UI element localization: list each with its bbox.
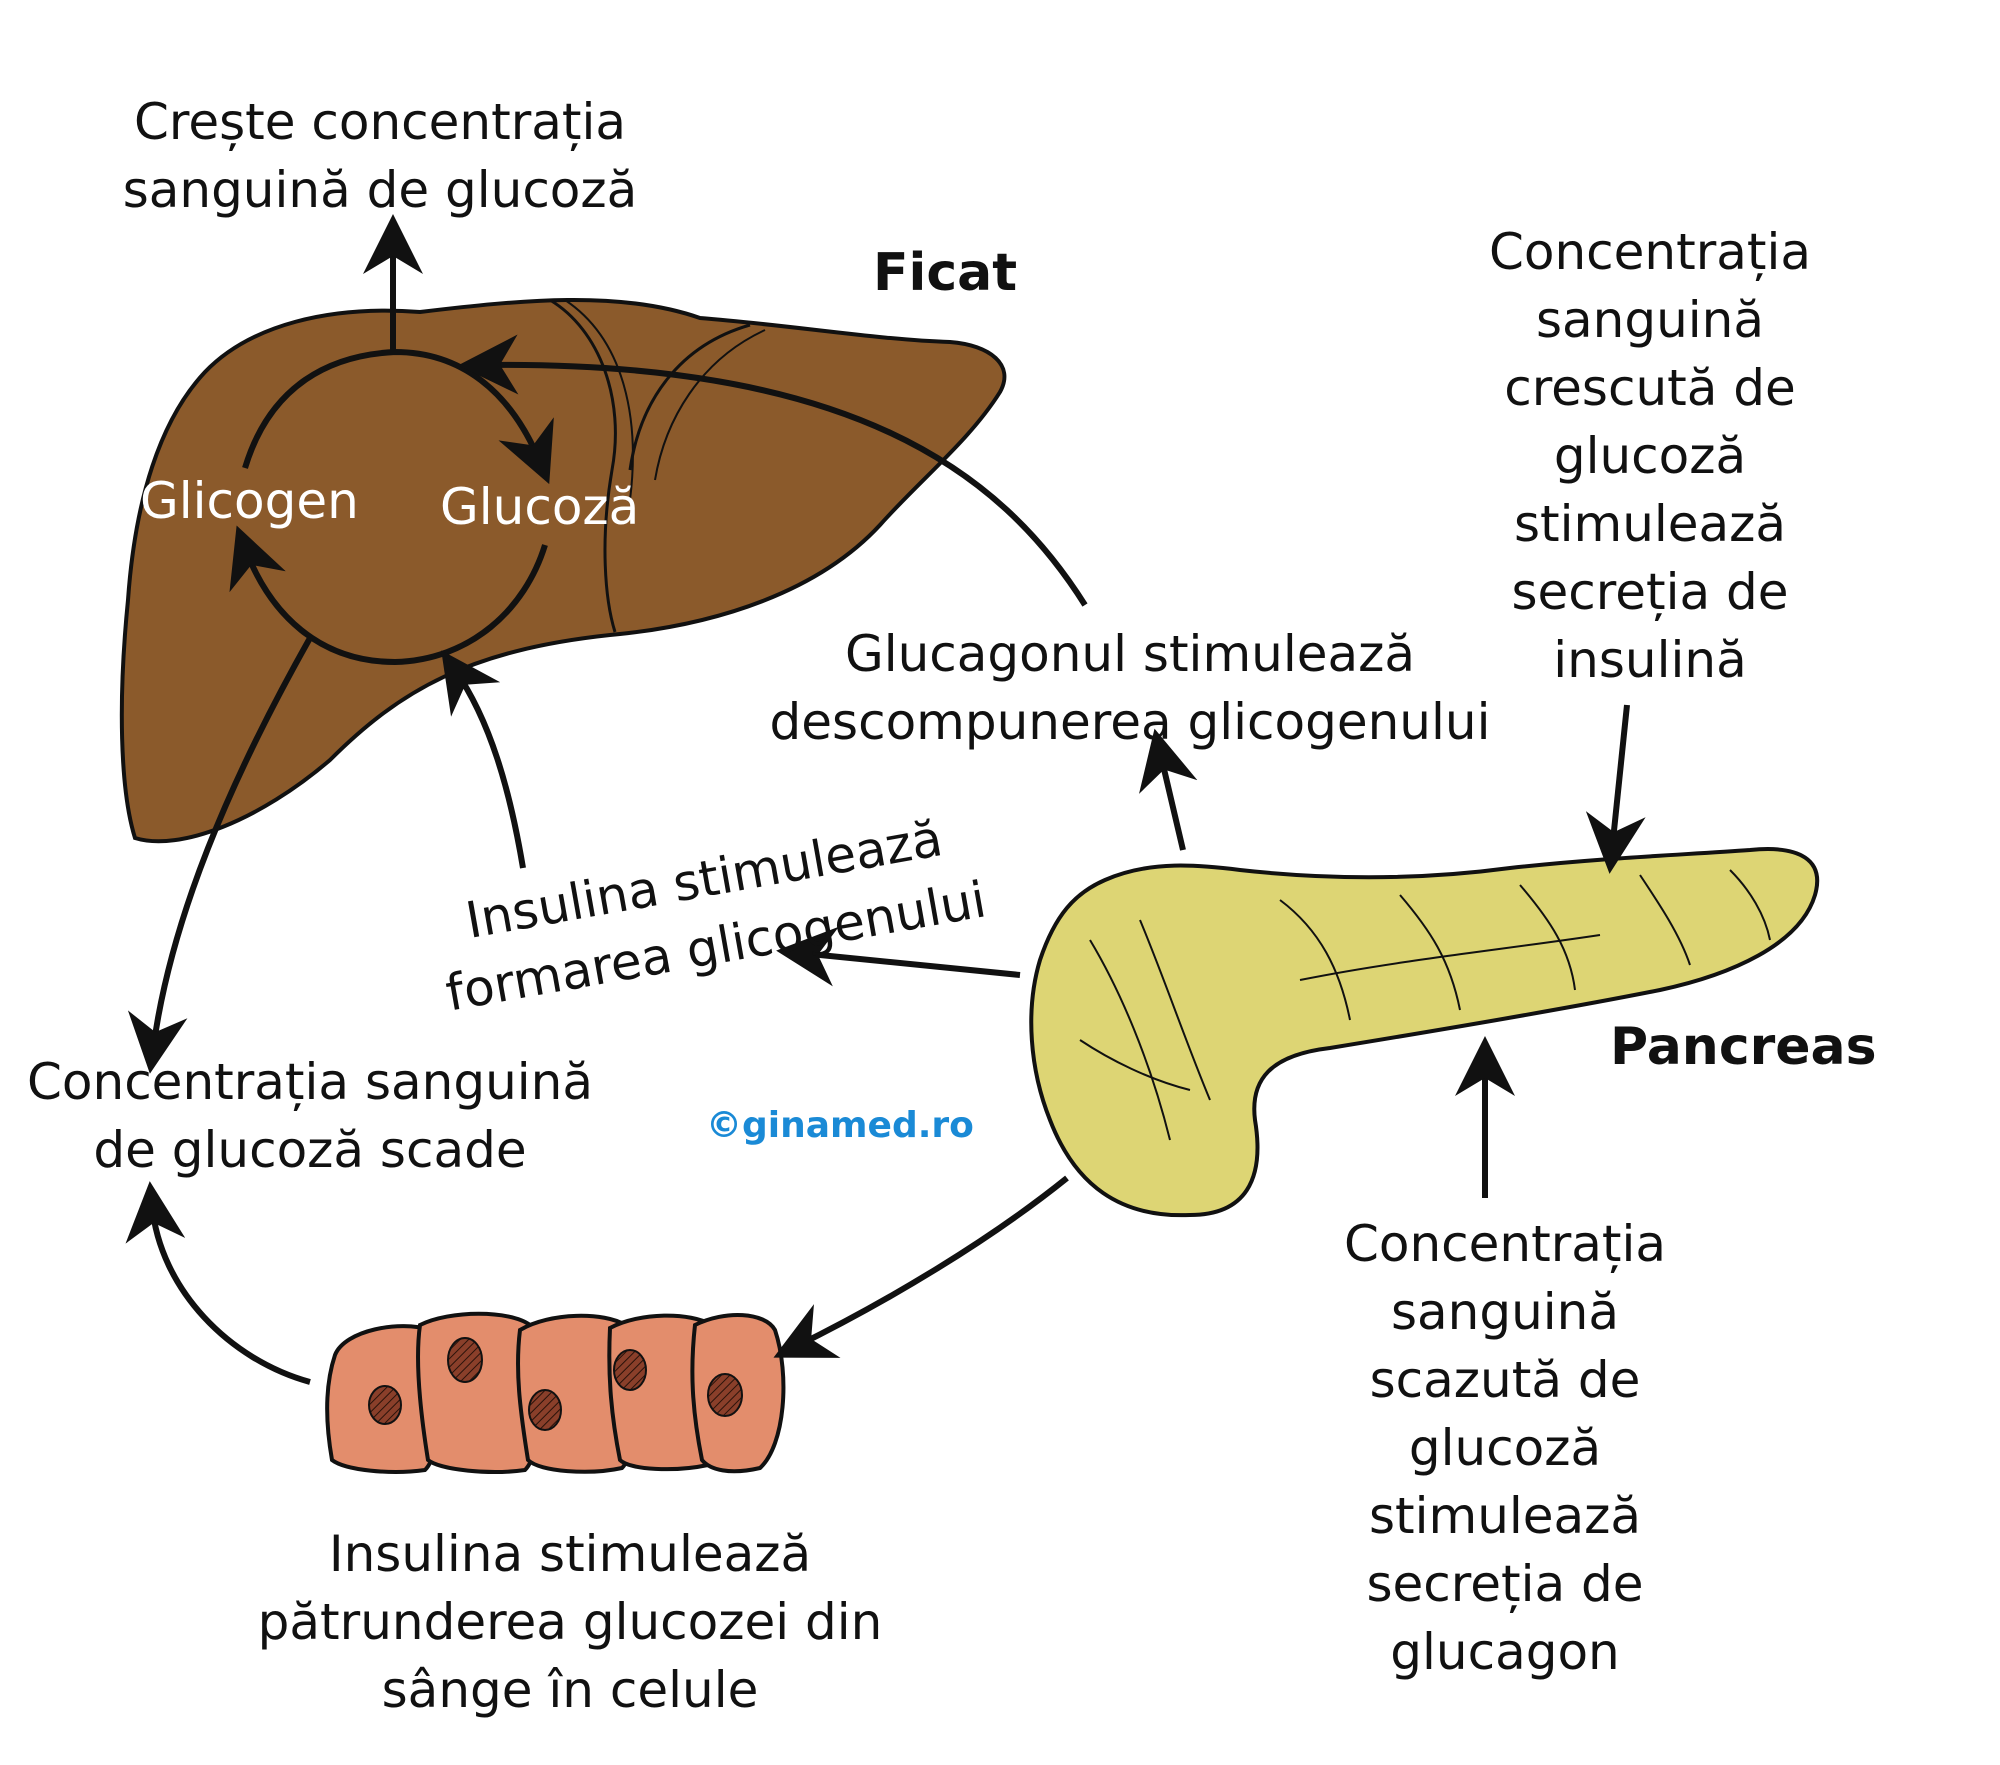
pathway-arrows — [125, 334, 1646, 1385]
low-glucose-label: Concentrația sanguină scazută de glucoză… — [1343, 1215, 1667, 1681]
liver-icon — [119, 297, 1007, 844]
arrow-glucagon-to-liver — [458, 334, 1088, 607]
liver-title: Ficat — [873, 243, 1018, 303]
body-cells-icon — [325, 1311, 786, 1474]
arrow-cells-to-decrease — [125, 1181, 311, 1385]
increase-glucose-label: Crește concentrația sanguină de glucoză — [122, 93, 638, 219]
watermark: ©ginamed.ro — [706, 1105, 974, 1146]
pancreas-shape — [1029, 847, 1820, 1218]
arrow-pancreas-left — [776, 926, 1021, 987]
glucagon-action-label: Glucagonul stimulează descompunerea glic… — [769, 625, 1491, 751]
high-glucose-label: Concentrația sanguină crescută de glucoz… — [1488, 223, 1812, 689]
arrow-pancreas-up — [1139, 728, 1198, 851]
arrow-high-glucose-down — [1585, 704, 1646, 874]
glucose-label: Glucoză — [440, 478, 640, 536]
glycogen-label: Glicogen — [140, 472, 359, 530]
arrow-insulin-to-liver — [441, 650, 526, 869]
pancreas-title: Pancreas — [1610, 1017, 1877, 1077]
pancreas-icon — [1029, 847, 1820, 1218]
cycle-arrows — [229, 348, 554, 666]
liver-shape — [119, 297, 1007, 844]
arrow-liver-to-decrease — [127, 636, 313, 1074]
insulin-uptake-label: Insulina stimulează pătrunderea glucozei… — [257, 1525, 883, 1719]
decrease-glucose-label: Concentrația sanguină de glucoză scade — [27, 1053, 593, 1179]
arrow-pancreas-to-cells — [773, 1175, 1069, 1358]
